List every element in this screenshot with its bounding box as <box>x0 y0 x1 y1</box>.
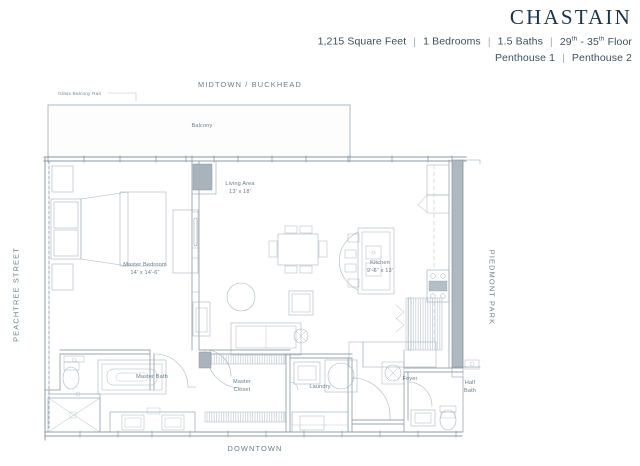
spec-separator: | <box>487 35 491 48</box>
room-name-master-bedroom: Master Bedroom <box>123 262 167 268</box>
room-name-kitchen: Kitchen <box>370 260 390 266</box>
penthouse-line: Penthouse 1 | Penthouse 2 <box>212 52 632 64</box>
master-bath <box>44 349 242 433</box>
spec-floor-range: 29th - 35th Floor <box>559 35 632 48</box>
room-name-balcony: Balcony <box>191 123 213 129</box>
floor-plan-drawing <box>0 60 640 466</box>
spec-square-feet: 1,215 Square Feet <box>317 35 407 48</box>
room-name-foyer: Foyer <box>402 376 418 382</box>
annotation-glass-balcony-rail: Glass Balcony Rail <box>58 92 101 97</box>
room-label-balcony: Balcony <box>162 122 242 130</box>
penthouse-2: Penthouse 2 <box>571 51 632 64</box>
laundry <box>289 353 358 433</box>
floor-plan-svg <box>43 92 481 441</box>
floor-low: 29 <box>559 35 572 48</box>
foyer <box>351 297 443 433</box>
floor-high: 35 <box>587 35 599 48</box>
kitchen <box>338 164 450 368</box>
balcony-outline <box>47 92 351 158</box>
room-name-laundry: Laundry <box>309 384 331 390</box>
spec-baths: 1.5 Baths <box>497 35 543 48</box>
room-label-living-area: Living Area 13' x 18' <box>200 180 280 196</box>
room-dim-living-area: 13' x 18' <box>229 189 251 196</box>
floor-suffix: Floor <box>607 35 632 48</box>
plan-header: CHASTAIN 1,215 Square Feet | 1 Bedrooms … <box>212 0 632 64</box>
orientation-label-north: MIDTOWN / BUCKHEAD <box>198 80 302 89</box>
room-name-living-area: Living Area <box>225 181 255 187</box>
master-bedroom <box>50 160 232 377</box>
floor-dash: - <box>580 35 584 48</box>
corridor-details <box>403 159 464 369</box>
floor-high-ordinal: th <box>598 35 605 42</box>
north-window-wall <box>43 155 467 163</box>
west-exterior-wall <box>44 156 50 441</box>
room-dim-master-bedroom: 14' x 14'-6" <box>130 270 160 277</box>
floor-low-ordinal: th <box>571 35 578 42</box>
south-exterior-wall <box>44 430 463 438</box>
room-label-kitchen: Kitchen 9'-6" x 13' <box>340 259 420 275</box>
half-bath <box>403 359 480 431</box>
spec-separator: | <box>413 35 417 48</box>
penthouse-1: Penthouse 1 <box>494 51 556 64</box>
room-dim-kitchen: 9'-6" x 13' <box>367 268 393 275</box>
orientation-label-south: DOWNTOWN <box>227 444 283 453</box>
spec-separator: | <box>562 51 565 64</box>
room-label-master-bedroom: Master Bedroom 14' x 14'-6" <box>100 261 190 277</box>
master-closet <box>198 349 291 433</box>
room-name-master-bath: Master Bath <box>136 374 168 380</box>
spec-separator: | <box>549 35 553 48</box>
unit-specs-line: 1,215 Square Feet | 1 Bedrooms | 1.5 Bat… <box>212 35 632 48</box>
room-label-master-bath: Master Bath <box>112 373 192 381</box>
spec-bedrooms: 1 Bedrooms <box>423 35 481 48</box>
room-label-laundry: Laundry <box>280 383 360 391</box>
room-label-foyer: Foyer <box>380 375 440 383</box>
page-title: CHASTAIN <box>509 5 632 29</box>
